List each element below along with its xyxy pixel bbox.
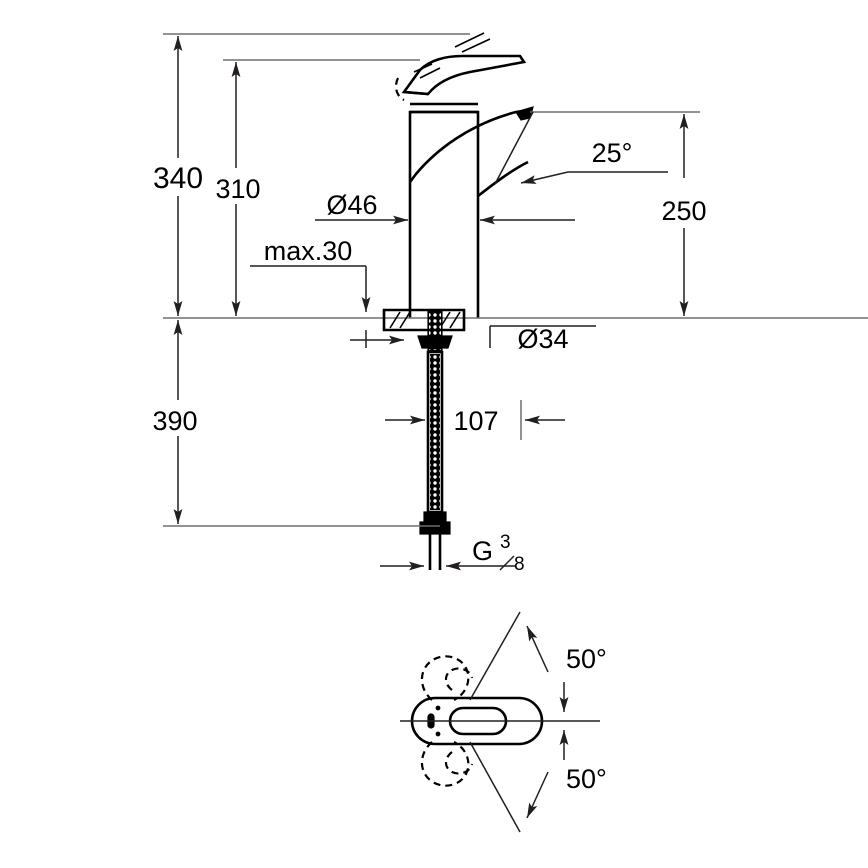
thread-label-denominator: 8 [514, 554, 525, 575]
lever-handle-detail [413, 63, 441, 79]
dimension-label-swivel-upper: 50° [566, 644, 607, 674]
faucet-body-column [408, 110, 480, 318]
mounting-nut [417, 335, 453, 349]
faucet-elevation-body [163, 32, 868, 570]
thread-label-letter: G [472, 536, 493, 566]
dimension-label-max30: max.30 [264, 236, 353, 266]
dimension-d34: Ø34 [489, 324, 596, 354]
dimension-107: 107 [385, 400, 565, 440]
plan-swivel-arrow-upper [526, 625, 549, 673]
spout-upper-curve [408, 108, 531, 183]
plan-swivel-ray-upper [469, 611, 521, 701]
leader-25deg-ray [494, 111, 534, 185]
thread-fraction-bar [499, 555, 515, 571]
dimension-d46: Ø46 [315, 190, 575, 225]
dimension-label-390: 390 [152, 406, 197, 436]
dimension-390: 390 [152, 320, 440, 527]
dimension-label-107: 107 [453, 406, 498, 436]
dimension-250: 250 [530, 111, 707, 316]
base-hatching [389, 311, 461, 329]
faucet-plan-view: 50° 50° [400, 611, 607, 833]
hose-connector-nut [419, 521, 451, 535]
lever-raised-indicator [454, 32, 491, 53]
hose-tail-pipe [428, 534, 442, 570]
dimension-label-d34: Ø34 [517, 324, 568, 354]
dimension-max30: max.30 [250, 236, 404, 348]
lever-handle-underside [403, 90, 429, 96]
plan-ghost-lower [420, 741, 474, 787]
lever-raised-ghost [394, 77, 405, 101]
dimension-25deg: 25° [494, 111, 668, 185]
dimension-310: 310 [215, 62, 261, 316]
flexible-hose-braid [430, 354, 440, 510]
dimension-label-d46: Ø46 [326, 190, 377, 220]
hose-connector [423, 511, 447, 523]
dimension-label-250: 250 [661, 196, 706, 226]
spout-lower-curve [477, 160, 529, 198]
dimension-label-310: 310 [215, 174, 260, 204]
thread-label-numerator: 3 [500, 532, 511, 553]
dimension-thread-g38: G 3 8 [380, 532, 525, 575]
dimension-label-25deg: 25° [592, 138, 633, 168]
dimension-340: 340 [153, 36, 203, 316]
plan-swivel-ray-lower [469, 741, 521, 833]
plan-dot-lower [435, 731, 441, 737]
leader-25deg-arrow [520, 171, 569, 184]
base-escutcheon [382, 308, 466, 332]
plan-swivel-arrow-lower [526, 771, 549, 819]
dimension-label-swivel-lower: 50° [566, 764, 607, 794]
dimension-label-340: 340 [153, 162, 203, 195]
lever-handle [401, 54, 527, 96]
plan-dot-upper [435, 705, 441, 711]
plan-ghost-upper [420, 655, 474, 701]
